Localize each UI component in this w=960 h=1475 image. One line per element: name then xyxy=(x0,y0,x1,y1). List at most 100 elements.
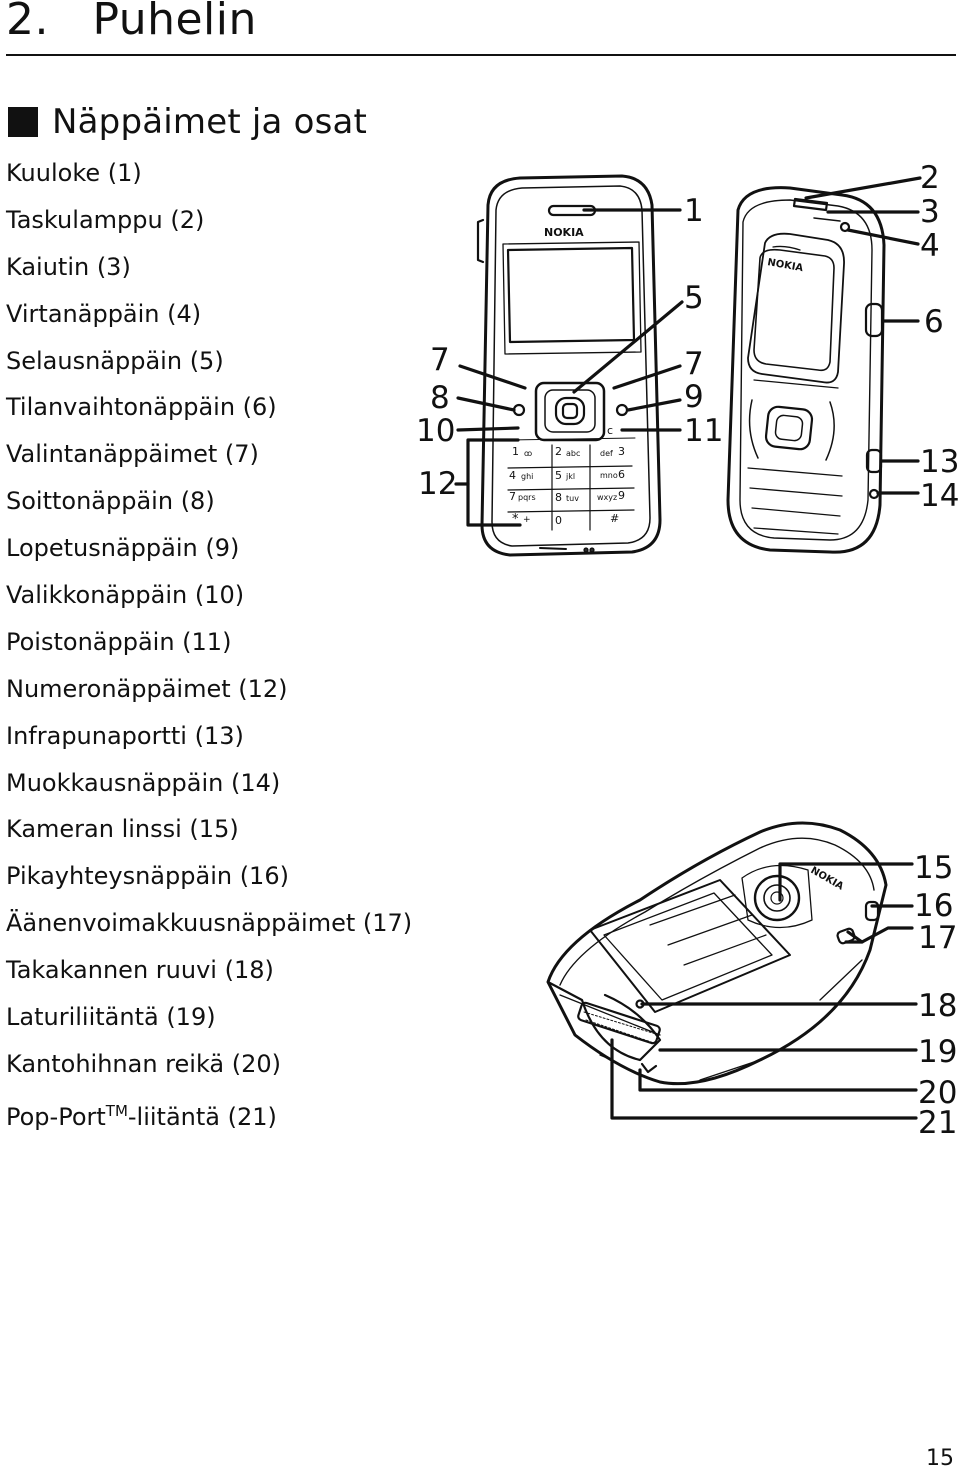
chapter-name: Puhelin xyxy=(92,0,257,45)
part-item: Äänenvoimakkuusnäppäimet (17) xyxy=(6,909,413,938)
parts-list: Kuuloke (1) Taskulamppu (2) Kaiutin (3) … xyxy=(6,150,412,1135)
part-item-pop-port: Pop-PortTM-liitäntä (21) xyxy=(6,1088,412,1135)
callout-5: 5 xyxy=(684,280,704,316)
section-title: Näppäimet ja osat xyxy=(52,102,368,142)
keypad-labels: 1 ꝏ 2 abc def 3 4 ghi 5 jkl mno 6 7 pqrs… xyxy=(509,445,625,527)
callout-13: 13 xyxy=(920,444,959,480)
key-label: 8 xyxy=(555,491,562,504)
key-label: + xyxy=(523,515,531,525)
callout-3: 3 xyxy=(920,194,940,230)
key-label: 6 xyxy=(618,468,625,481)
key-label: 7 xyxy=(509,490,516,503)
page-number: 15 xyxy=(926,1446,954,1471)
part-item: Infrapunaportti (13) xyxy=(6,721,244,750)
key-label: 5 xyxy=(555,469,562,482)
key-label: pqrs xyxy=(518,493,536,502)
callout-20: 20 xyxy=(918,1075,957,1111)
key-label: ghi xyxy=(521,472,533,481)
strap-hole xyxy=(640,1062,658,1074)
key-label: 2 xyxy=(555,445,562,458)
trademark-mark: TM xyxy=(105,1101,128,1120)
key-label: jkl xyxy=(565,472,575,481)
callout-6: 6 xyxy=(924,304,944,340)
section-heading: Näppäimet ja osat xyxy=(8,100,367,144)
callout-9: 9 xyxy=(684,379,704,415)
power-key xyxy=(839,221,851,233)
key-label: abc xyxy=(566,449,580,458)
rear-brand-logo: NOKIA xyxy=(809,865,846,893)
side-screen xyxy=(753,248,835,372)
key-label: 9 xyxy=(618,489,625,502)
key-label: def xyxy=(600,449,613,458)
key-label: mno xyxy=(600,471,618,480)
key-label: ꝏ xyxy=(524,449,532,458)
side-slot-left xyxy=(476,218,485,264)
part-item: Lopetusnäppäin (9) xyxy=(6,534,240,563)
push-to-talk-key xyxy=(864,900,880,922)
rear-phone-illustration xyxy=(546,821,888,1086)
callout-12: 12 xyxy=(418,466,457,502)
key-label: 1 xyxy=(512,445,519,458)
key-label: * xyxy=(512,512,519,527)
callout-2: 2 xyxy=(920,160,940,196)
pop-port-suffix: -liitäntä (21) xyxy=(127,1102,277,1131)
part-item: Kameran linssi (15) xyxy=(6,815,239,844)
part-item: Selausnäppäin (5) xyxy=(6,346,224,375)
key-label: # xyxy=(610,512,619,525)
part-item: Laturiliitäntä (19) xyxy=(6,1003,216,1032)
chapter-divider xyxy=(6,54,956,56)
callout-7-left: 7 xyxy=(430,342,450,378)
key-label: 0 xyxy=(555,514,562,527)
chapter-number: 2. xyxy=(6,0,49,45)
section-bullet-square xyxy=(8,107,38,137)
right-selection-key xyxy=(615,403,629,417)
mode-key xyxy=(864,302,884,338)
callout-17: 17 xyxy=(918,920,957,956)
callout-21: 21 xyxy=(918,1105,957,1141)
key-label: tuv xyxy=(566,494,579,503)
part-item: Virtanäppäin (4) xyxy=(6,299,202,328)
key-label: 3 xyxy=(618,445,625,458)
pop-port-prefix: Pop-Port xyxy=(6,1102,106,1131)
callout-11: 11 xyxy=(684,413,723,449)
callout-7-right: 7 xyxy=(684,346,704,382)
charger-connector xyxy=(577,1001,661,1045)
side-brand-logo: NOKIA xyxy=(766,257,804,274)
part-item: Tilanvaihtonäppäin (6) xyxy=(6,393,277,422)
callout-15: 15 xyxy=(914,850,953,886)
callout-10: 10 xyxy=(416,413,455,449)
callout-4: 4 xyxy=(920,228,940,264)
part-item: Numeronäppäimet (12) xyxy=(6,674,288,703)
part-item: Kuuloke (1) xyxy=(6,159,142,187)
part-item: Taskulamppu (2) xyxy=(6,205,205,234)
callout-numbers: 1 2 3 4 5 6 7 7 8 9 10 11 12 13 14 15 16… xyxy=(416,160,959,1141)
callout-14: 14 xyxy=(920,478,959,514)
front-screen xyxy=(506,246,636,344)
navi-key xyxy=(534,381,606,442)
callout-16: 16 xyxy=(914,888,953,924)
part-item: Valikkonäppäin (10) xyxy=(6,581,245,610)
callout-1: 1 xyxy=(684,193,704,229)
part-item: Kantohihnan reikä (20) xyxy=(6,1049,282,1078)
camera-lens xyxy=(753,874,801,922)
navi-center xyxy=(554,396,586,426)
callout-8: 8 xyxy=(430,380,450,416)
key-label: 4 xyxy=(509,469,516,482)
front-brand-logo: NOKIA xyxy=(544,226,584,239)
part-item: Valintanäppäimet (7) xyxy=(6,440,259,469)
part-item: Takakannen ruuvi (18) xyxy=(6,956,274,985)
callout-18: 18 xyxy=(918,988,957,1024)
side-phone-illustration xyxy=(726,186,886,554)
callout-19: 19 xyxy=(918,1034,957,1070)
flashlight xyxy=(792,197,829,212)
part-item: Pikayhteysnäppäin (16) xyxy=(6,862,289,891)
chapter-title: 2. Puhelin xyxy=(6,0,257,45)
part-item: Muokkausnäppäin (14) xyxy=(6,768,281,797)
part-item: Soittonäppäin (8) xyxy=(6,487,215,516)
part-item: Kaiutin (3) xyxy=(6,252,131,281)
part-item: Poistonäppäin (11) xyxy=(6,627,232,656)
clear-key-label: c xyxy=(607,424,613,437)
callout-leader-lines xyxy=(454,176,922,1120)
key-label: wxyz xyxy=(597,493,617,502)
